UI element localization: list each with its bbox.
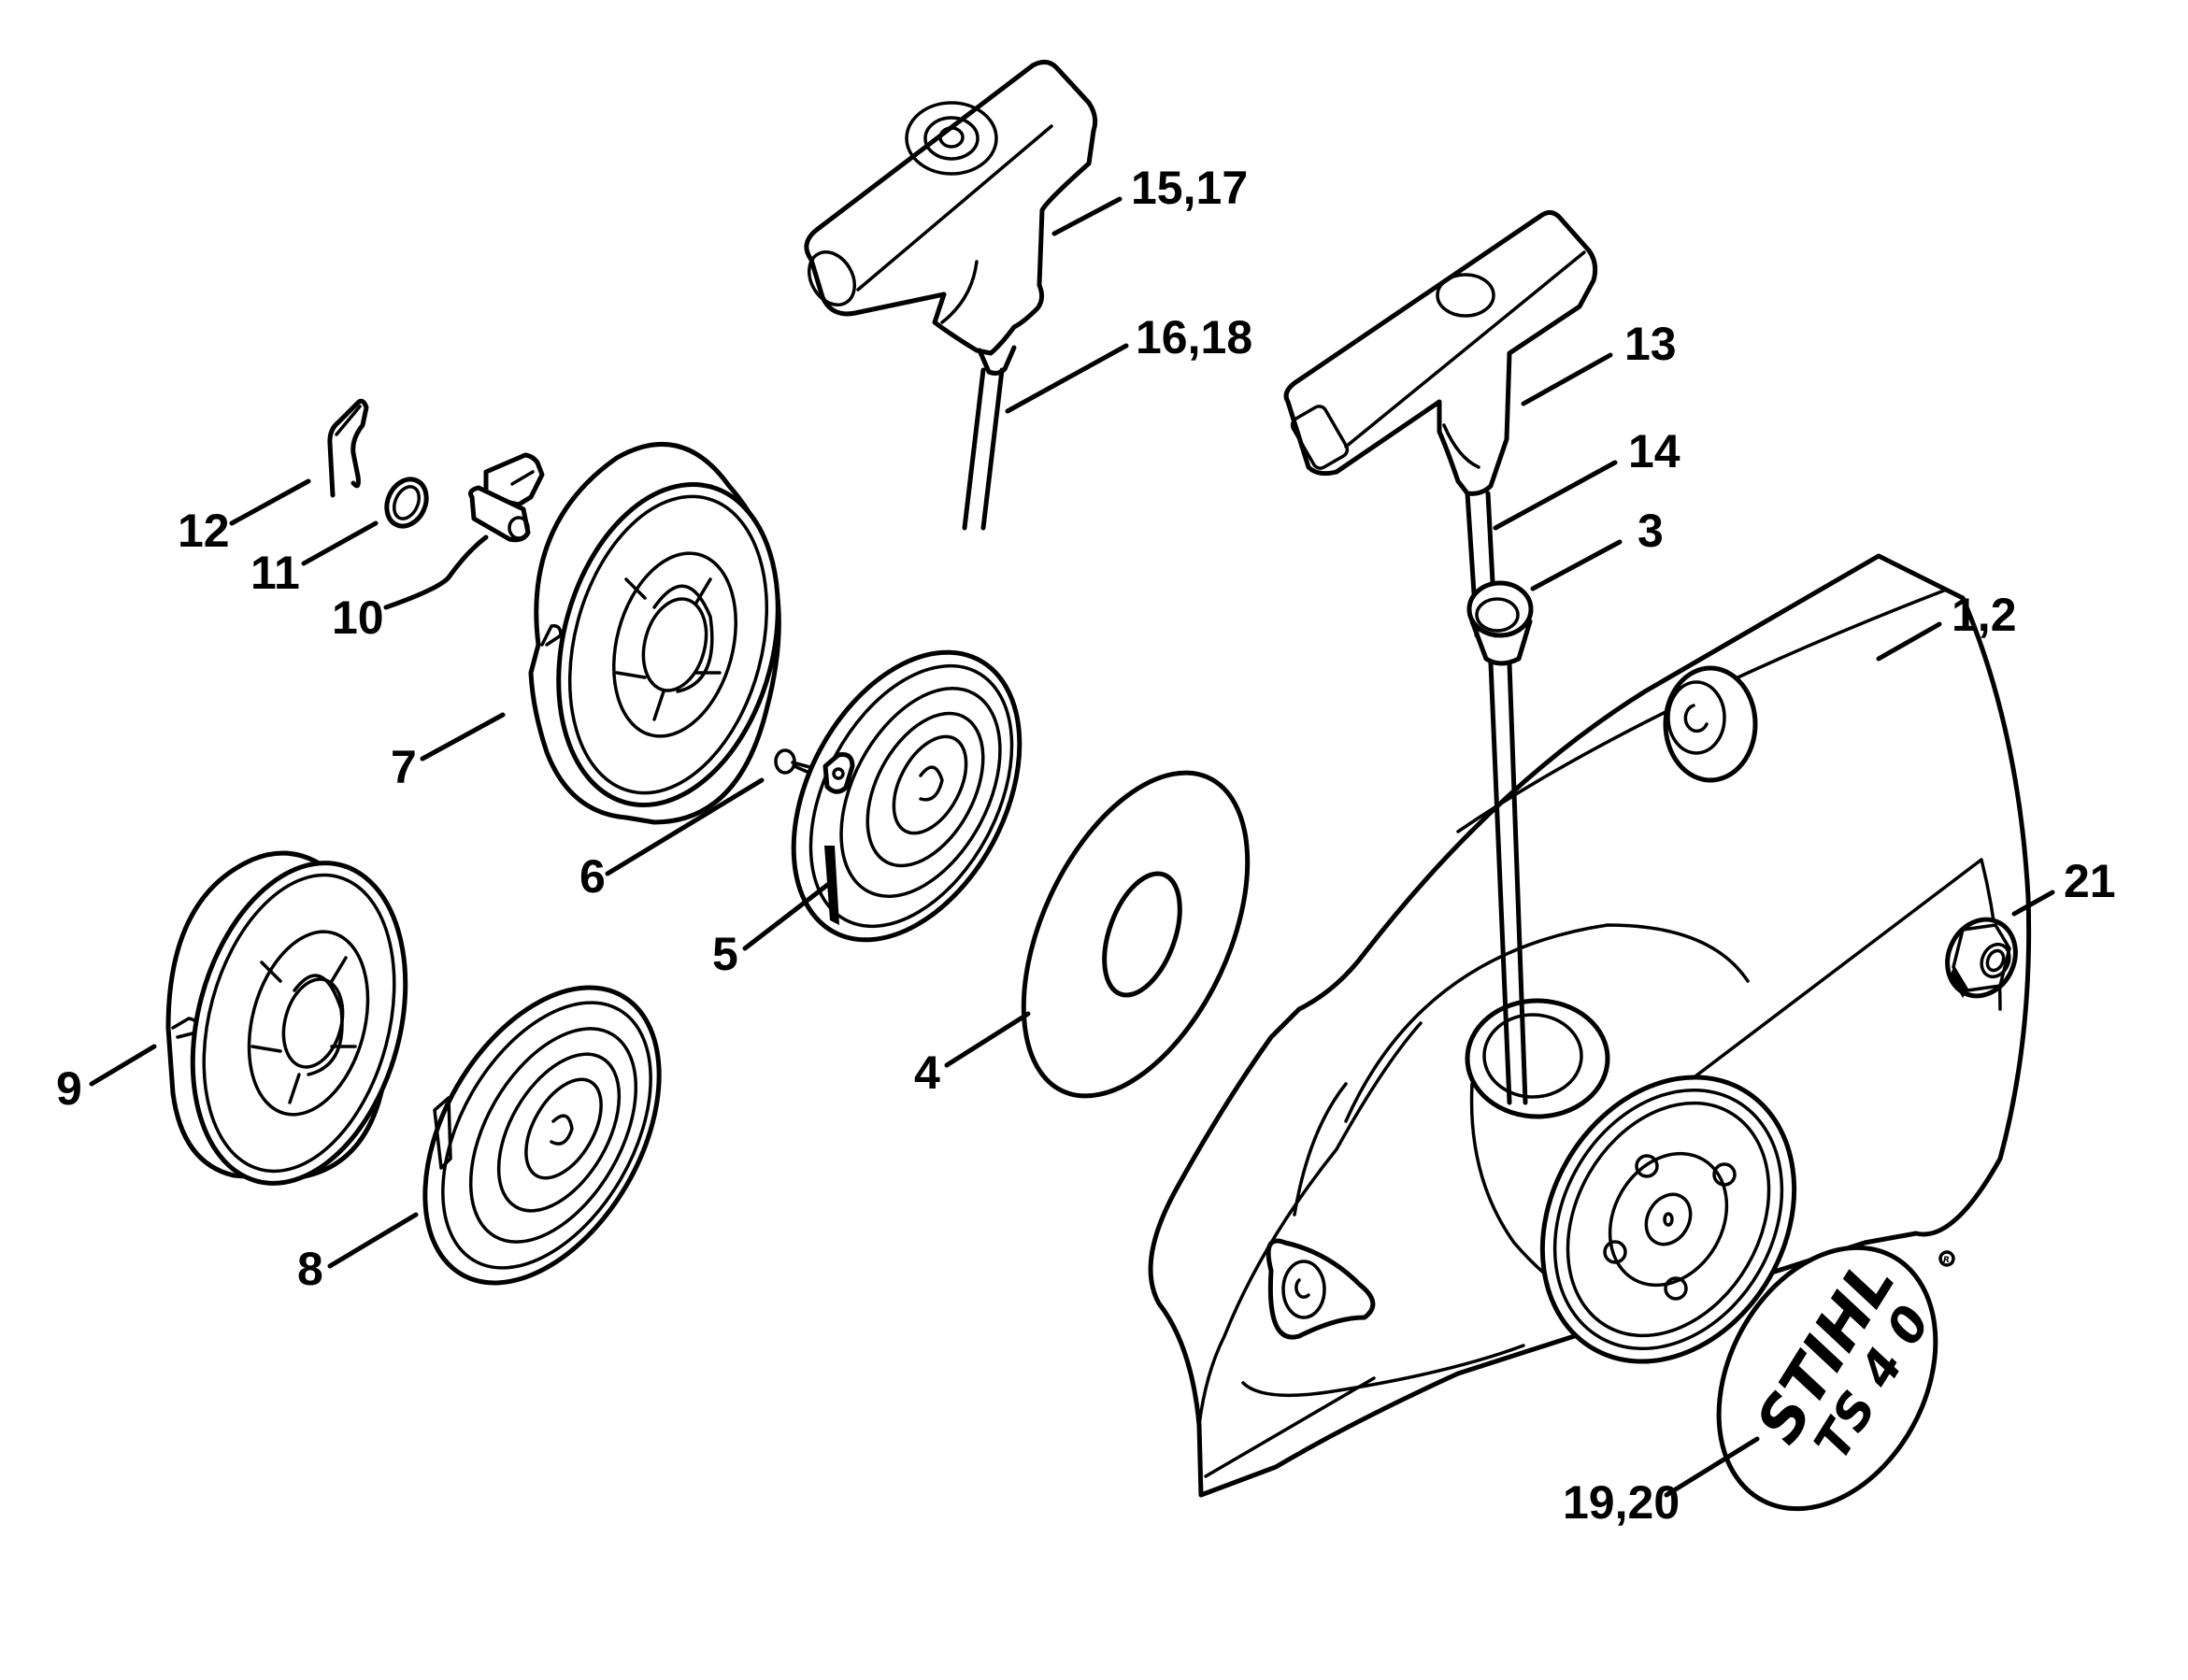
leader-8	[327, 1212, 419, 1269]
callout-12: 12	[178, 505, 230, 557]
callout-5: 5	[712, 928, 738, 980]
callout-11: 11	[250, 547, 300, 599]
leader-10	[383, 534, 489, 610]
callout-10: 10	[332, 591, 384, 644]
callout-21: 21	[2064, 855, 2116, 907]
washer-ring[interactable]	[379, 473, 434, 533]
washer-4[interactable]	[978, 738, 1294, 1131]
callout-7: 7	[391, 741, 417, 793]
callout-14: 14	[1628, 425, 1680, 477]
rewind-spring-8[interactable]	[377, 947, 708, 1324]
callout-labels: 15,17 16,18 13 14 3 1,2 21 12 11 10 7 6 …	[56, 162, 2116, 1529]
leader-11	[301, 520, 379, 566]
screw[interactable]	[774, 748, 815, 776]
leader-1-2	[1876, 621, 1942, 662]
callout-1-2: 1,2	[1952, 589, 2017, 641]
bearing-plate	[1539, 1075, 1797, 1364]
housing-boss-upper	[1663, 665, 1758, 783]
collar-nut[interactable]	[1936, 908, 2028, 1007]
leader-19-20	[1664, 1436, 1760, 1498]
callout-15-17: 15,17	[1131, 162, 1248, 214]
leader-9	[89, 1044, 157, 1087]
leader-3	[1530, 539, 1623, 591]
leader-5	[742, 880, 833, 951]
rewind-spring-housing-5[interactable]	[748, 614, 1065, 978]
rope-rotor-7[interactable]	[525, 442, 812, 830]
leader-12	[229, 478, 311, 526]
leader-16-18	[1005, 343, 1129, 414]
pawl[interactable]	[468, 452, 545, 543]
callout-9: 9	[56, 1062, 82, 1115]
leader-21	[2011, 890, 2055, 917]
starter-grip-13[interactable]	[1283, 209, 1598, 638]
callout-16-18: 16,18	[1136, 311, 1252, 363]
callout-3: 3	[1637, 505, 1664, 557]
leader-14	[1493, 460, 1618, 531]
rope-rotor-9[interactable]	[159, 839, 438, 1207]
leader-7	[420, 712, 506, 762]
callout-19-20: 19,20	[1563, 1476, 1680, 1529]
callout-6: 6	[579, 850, 606, 903]
leader-15-17	[1051, 196, 1123, 236]
model-plate-badge[interactable]: STIHL TS 4 0 R	[1676, 1210, 1979, 1546]
leader-lines	[89, 196, 2055, 1498]
callout-13: 13	[1624, 318, 1677, 370]
callout-4: 4	[914, 1046, 940, 1099]
rope-guide-bushing[interactable]	[1466, 580, 1534, 1105]
starter-grip-15-17[interactable]	[800, 60, 1098, 531]
leader-6	[605, 777, 765, 876]
leader-13	[1521, 352, 1613, 406]
spring-clip[interactable]	[327, 398, 369, 498]
callout-8: 8	[297, 1243, 323, 1295]
leader-4	[944, 1011, 1031, 1068]
badge-registered-mark: R	[1943, 1256, 1950, 1265]
housing-boss-lower	[1266, 1238, 1376, 1340]
